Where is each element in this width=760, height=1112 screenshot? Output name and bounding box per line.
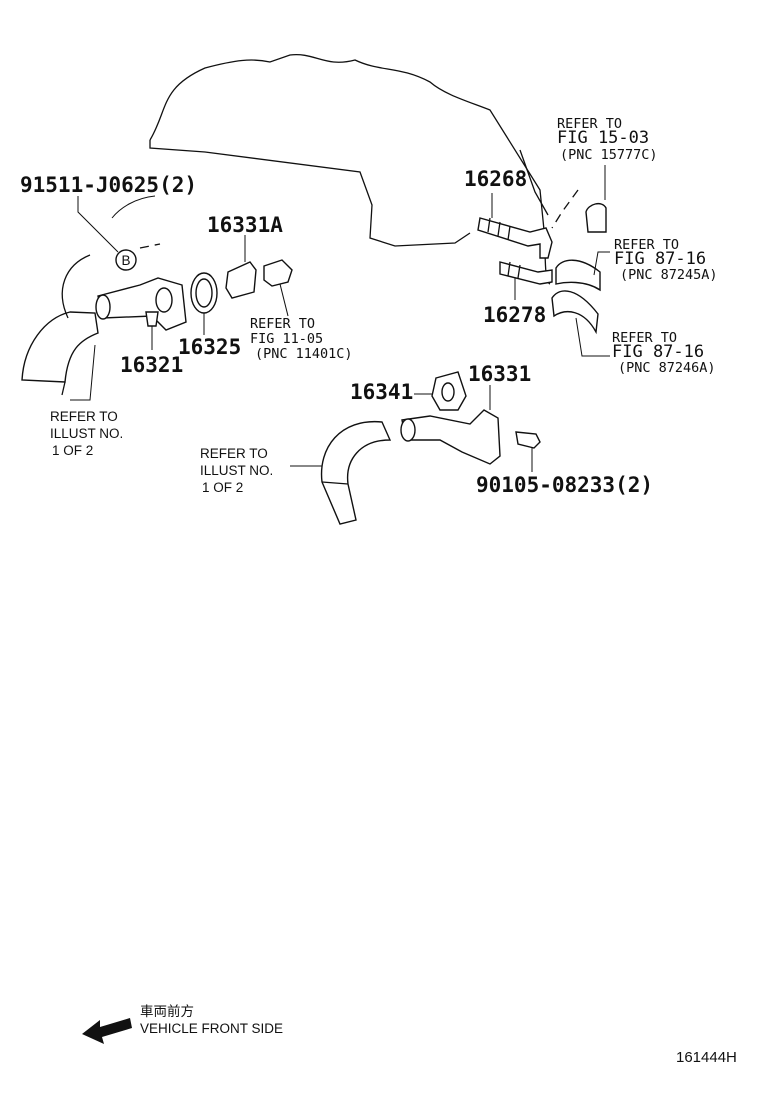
hose-left	[21, 311, 99, 383]
ref-illust-mid-line2: ILLUST NO.	[200, 463, 273, 478]
engine-outline-lower	[149, 140, 471, 247]
part-number-thermostat: 16331A	[207, 213, 283, 237]
part-number-outlet: 16331	[468, 362, 531, 386]
hose-middle	[320, 421, 392, 525]
ref-fig8716a-line1: REFER TO	[614, 237, 679, 253]
engine-outline	[149, 53, 551, 285]
clip-leader	[77, 196, 119, 253]
hose-middle-band	[321, 481, 349, 485]
part-number-inlet: 16321	[120, 353, 183, 377]
water-inlet	[97, 277, 187, 331]
ref-fig1503-line1: REFER TO	[557, 116, 622, 132]
marker-b-label: B	[121, 253, 130, 268]
gasket-outlet-hole	[441, 382, 455, 402]
figure-id: 161444H	[676, 1049, 737, 1066]
ref-illust-mid-line3: 1 OF 2	[202, 480, 243, 495]
gasket-ring-inner	[195, 278, 213, 308]
vehicle-front-arrow-icon	[82, 1018, 132, 1044]
ref-illust-left-line1: REFER TO	[50, 409, 118, 424]
illust-left-leader	[70, 344, 96, 401]
part-number-pipe-upper: 16268	[464, 167, 527, 191]
ref-fig8716a-line3: (PNC 87245A)	[620, 267, 718, 283]
pipe-lower	[499, 261, 553, 285]
ref-illust-mid-line1: REFER TO	[200, 446, 268, 461]
hose-small-top	[585, 202, 607, 233]
water-outlet	[401, 409, 501, 465]
ref-fig1105-line3: (PNC 11401C)	[255, 346, 353, 362]
pipe-upper-ribs	[487, 217, 511, 241]
ref-fig1503-line3: (PNC 15777C)	[560, 147, 658, 163]
ref-illust-left-line2: ILLUST NO.	[50, 426, 123, 441]
hose-87245a	[555, 259, 601, 292]
water-inlet-nipple	[145, 311, 159, 327]
engine-outline-inner	[519, 149, 549, 216]
part-number-clip: 91511-J0625(2)	[20, 173, 197, 197]
water-inlet-port	[95, 294, 111, 320]
hose-left-tail	[61, 381, 66, 396]
part-number-pipe-lower: 16278	[483, 303, 546, 327]
marker-b-circle	[115, 249, 137, 271]
part-number-gasket: 16325	[178, 335, 241, 359]
leader-dashed-b	[139, 243, 161, 249]
ref-fig1105-line1: REFER TO	[250, 316, 315, 332]
water-inlet-flange-hole	[155, 287, 173, 313]
part-number-bolt: 90105-08233(2)	[476, 473, 653, 497]
ref87246a-leader	[575, 317, 610, 357]
ref87245a-leader	[593, 251, 610, 276]
hose-left-arc	[61, 254, 91, 319]
pipe-upper	[477, 217, 553, 259]
part-number-gasket-outlet: 16341	[350, 380, 413, 404]
ref-fig8716b-line2: FIG 87-16	[612, 342, 704, 362]
ref-fig8716a-line2: FIG 87-16	[614, 249, 706, 269]
hose-87246a	[551, 290, 599, 335]
pipe-lower-ribs	[507, 261, 521, 279]
water-outlet-port	[400, 418, 416, 442]
ref-fig1105-line2: FIG 11-05	[250, 331, 323, 347]
ref-illust-left-line3: 1 OF 2	[52, 443, 93, 458]
clip-leader-right	[111, 195, 156, 219]
ref-fig1503-line2: FIG 15-03	[557, 128, 649, 148]
bolt	[515, 431, 541, 449]
ref-fig8716b-line3: (PNC 87246A)	[618, 360, 716, 376]
thermostat-body	[225, 261, 257, 299]
vehicle-front-label: VEHICLE FRONT SIDE	[140, 1021, 283, 1036]
ref-fig8716b-line1: REFER TO	[612, 330, 677, 346]
thermostat-cap	[263, 259, 293, 287]
ref1105-leader	[279, 283, 289, 317]
engine-dashed-edge	[551, 189, 579, 229]
vehicle-front-label-jp: 車両前方	[140, 1003, 194, 1019]
